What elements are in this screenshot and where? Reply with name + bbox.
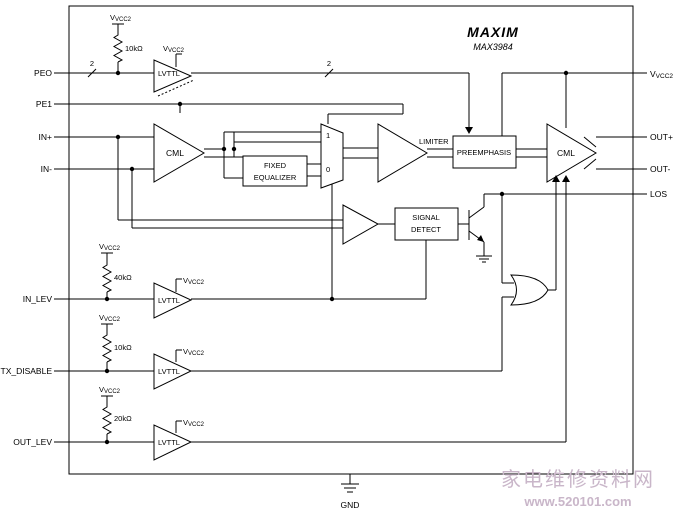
chip-outline [68, 5, 634, 475]
svg-text:VVCC2: VVCC2 [183, 418, 205, 428]
watermark-chinese: 家电维修资料网 [501, 467, 655, 491]
or-gate [510, 274, 549, 306]
maxim-logo: MAXIM [467, 24, 519, 40]
resistor-peo: 10kΩ [125, 44, 143, 53]
bus-width-peo-in: 2 [90, 59, 94, 68]
svg-text:VVCC2: VVCC2 [99, 242, 121, 252]
pin-gnd: GND [341, 500, 360, 510]
signal-detect-amplifier [342, 204, 380, 245]
resistor-tx-disable: 10kΩ [114, 343, 132, 352]
cml-output-buffer [546, 123, 597, 183]
lvttl-buffer-in-lev [153, 282, 193, 319]
pin-in-minus: IN- [41, 164, 53, 174]
pin-in-plus: IN+ [39, 132, 53, 142]
preemphasis-block [452, 135, 517, 169]
part-number: MAX3984 [473, 42, 513, 52]
svg-text:DETECT: DETECT [411, 225, 441, 234]
svg-text:VVCC2: VVCC2 [183, 347, 205, 357]
svg-text:LVTTL: LVTTL [158, 296, 180, 305]
lvttl-buffer-peo [153, 59, 193, 93]
limiter-amplifier [377, 123, 428, 183]
svg-text:VVCC2: VVCC2 [183, 276, 205, 286]
svg-text:LVTTL: LVTTL [158, 438, 180, 447]
svg-text:VVCC2: VVCC2 [99, 313, 121, 323]
cml-input-label: CML [166, 148, 184, 158]
vcc2-label-peo: VVCC2 [110, 13, 132, 23]
svg-text:PREEMPHASIS: PREEMPHASIS [457, 148, 511, 157]
svg-text:VVCC2: VVCC2 [163, 44, 185, 54]
svg-text:SIGNAL: SIGNAL [412, 213, 440, 222]
svg-text:0: 0 [326, 165, 330, 174]
svg-text:VVCC2: VVCC2 [99, 385, 121, 395]
resistor-out-lev: 20kΩ [114, 414, 132, 423]
lvttl-buffer-out-lev [153, 424, 193, 461]
svg-text:FIXED: FIXED [264, 161, 287, 170]
pin-out-plus: OUT+ [650, 132, 673, 142]
cml-output-label: CML [557, 148, 575, 158]
pin-pe1: PE1 [36, 99, 52, 109]
watermark-url: www.520101.com [523, 494, 631, 509]
pin-tx-disable: TX_DISABLE [1, 366, 53, 376]
pin-peo: PEO [34, 68, 52, 78]
pin-out-minus: OUT- [650, 164, 670, 174]
pin-los: LOS [650, 189, 667, 199]
bus-width-peo-out: 2 [327, 59, 331, 68]
lvttl-buffer-tx-disable [153, 353, 193, 390]
svg-text:LVTTL: LVTTL [158, 69, 180, 78]
pin-in-lev: IN_LEV [23, 294, 53, 304]
fixed-equalizer-block [242, 155, 308, 187]
pin-vcc2-out: VVCC2 [650, 69, 673, 80]
pin-out-lev: OUT_LEV [13, 437, 52, 447]
svg-text:1: 1 [326, 131, 330, 140]
signal-detect-block [394, 207, 459, 241]
svg-text:EQUALIZER: EQUALIZER [254, 173, 297, 182]
limiter-label: LIMITER [419, 137, 449, 146]
resistor-in-lev: 40kΩ [114, 273, 132, 282]
mux [320, 123, 344, 189]
cml-input-buffer [153, 123, 205, 183]
svg-text:LVTTL: LVTTL [158, 367, 180, 376]
